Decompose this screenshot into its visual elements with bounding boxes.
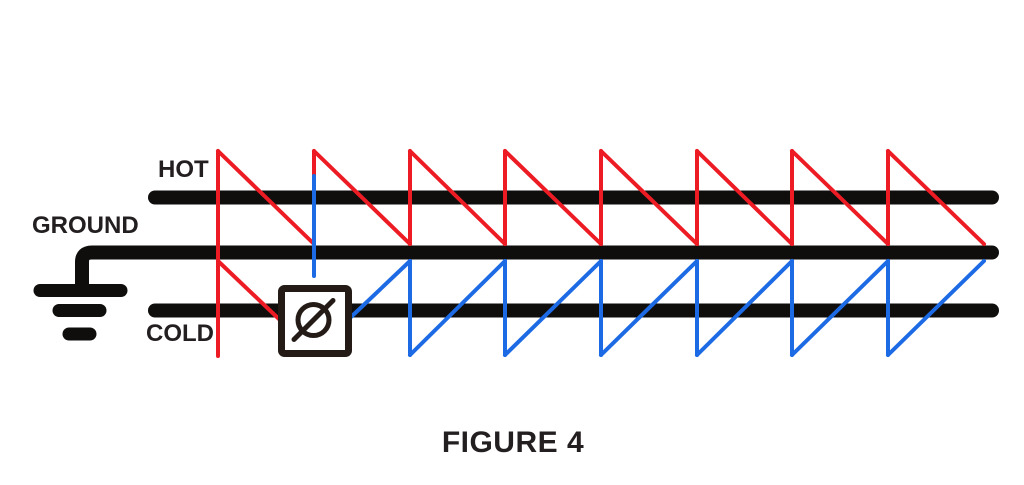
segment bbox=[349, 259, 412, 319]
figure-caption: FIGURE 4 bbox=[442, 426, 584, 459]
cold-signal-inverted-waveform bbox=[312, 174, 986, 357]
segment bbox=[503, 259, 603, 357]
segment bbox=[408, 149, 507, 246]
segment bbox=[408, 259, 507, 357]
hot-signal-waveform bbox=[216, 149, 986, 358]
segment bbox=[599, 149, 699, 246]
earth-ground-icon bbox=[33, 284, 128, 341]
segment bbox=[312, 149, 412, 246]
cold-wire-label: COLD bbox=[146, 320, 214, 347]
phase-invert-slash bbox=[291, 298, 336, 342]
segment bbox=[790, 149, 890, 246]
segment bbox=[503, 149, 603, 246]
segment bbox=[886, 149, 986, 246]
cold-signal-pre-inverter-waveform bbox=[216, 259, 282, 322]
ground-wire-label: GROUND bbox=[32, 212, 139, 239]
ground-wire-elbow bbox=[75, 245, 999, 297]
segment bbox=[886, 259, 986, 357]
segment bbox=[790, 259, 890, 357]
segment bbox=[216, 259, 282, 322]
phase-invert-icon bbox=[278, 285, 352, 357]
segment bbox=[599, 259, 699, 357]
segment bbox=[695, 149, 794, 246]
hot-wire-label: HOT bbox=[158, 156, 209, 183]
segment bbox=[216, 149, 316, 246]
segment bbox=[695, 259, 794, 357]
phase-invert-circle bbox=[295, 302, 332, 338]
